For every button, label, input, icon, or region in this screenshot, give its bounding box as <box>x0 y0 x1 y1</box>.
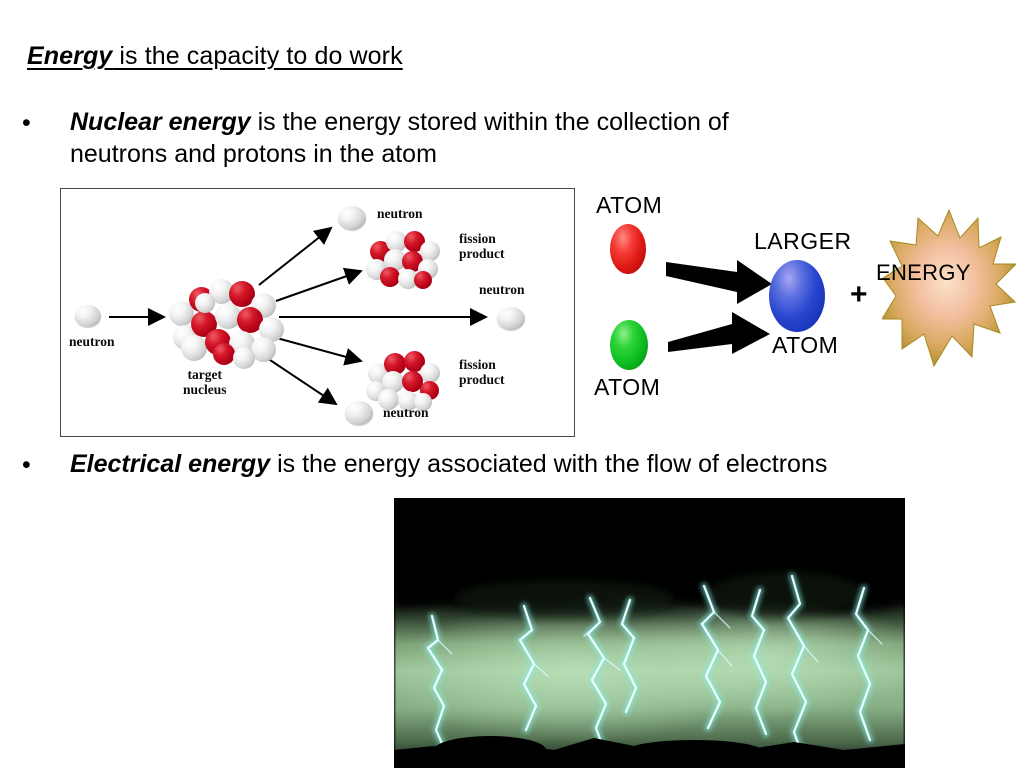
fusion-arrow-lower <box>668 312 770 354</box>
label-atom-bottom: ATOM <box>594 374 661 400</box>
top-fission-product-cluster <box>364 229 442 291</box>
bullet-text-nuclear-energy: is the energy stored within the collecti… <box>70 108 729 168</box>
label-bottom-fission-product: fission product <box>459 357 505 387</box>
bottom-neutron-sphere <box>345 401 373 425</box>
fission-diagram: neutron target nucleus neutr <box>60 188 575 437</box>
label-top-fission-product-line1: fission <box>459 231 496 246</box>
fusion-arrow-upper <box>666 260 772 304</box>
target-nucleus-cluster <box>167 277 285 369</box>
label-larger: LARGER <box>754 228 852 254</box>
starburst-icon <box>881 208 1018 368</box>
label-energy: ENERGY <box>876 260 971 285</box>
page-title: Energy is the capacity to do work <box>27 42 403 71</box>
label-middle-neutron: neutron <box>479 282 525 297</box>
page-title-keyword: Energy <box>27 42 113 70</box>
label-result-atom: ATOM <box>772 332 839 358</box>
page-title-rest: is the capacity to do work <box>112 42 403 70</box>
atom-blue-ellipse <box>769 260 825 332</box>
fission-arrows <box>109 226 488 406</box>
bullet-marker: • <box>22 451 31 479</box>
label-top-fission-product-line2: product <box>459 246 505 262</box>
atom-green-ellipse <box>610 320 648 370</box>
label-top-neutron: neutron <box>377 206 423 221</box>
label-bottom-fission-product-line1: fission <box>459 357 496 372</box>
label-target-nucleus: target nucleus <box>183 367 227 397</box>
bullet-nuclear-energy: • Nuclear energy is the energy stored wi… <box>22 106 830 170</box>
label-bottom-neutron: neutron <box>383 405 429 420</box>
energy-burst: ENERGY <box>876 208 1018 368</box>
plus-sign: + <box>850 278 868 311</box>
middle-neutron-sphere <box>497 307 525 330</box>
bullet-keyword-electrical-energy: Electrical energy <box>70 450 271 478</box>
atom-red-ellipse <box>610 224 646 274</box>
lightning-photo <box>394 498 905 768</box>
lightning-photo-graphic <box>394 498 905 768</box>
label-target-nucleus-line1: target <box>187 367 222 382</box>
bottom-fission-product-cluster <box>364 349 442 411</box>
label-bottom-fission-product-line2: product <box>459 372 505 388</box>
incoming-neutron-sphere <box>75 305 101 327</box>
bullet-electrical-energy: • Electrical energy is the energy associ… <box>22 448 830 480</box>
label-target-nucleus-line2: nucleus <box>183 382 227 398</box>
label-top-fission-product: fission product <box>459 231 505 261</box>
fusion-diagram: ATOM ATOM LARGER ATOM + <box>592 192 1018 418</box>
top-neutron-sphere <box>338 206 366 230</box>
bullet-text-electrical-energy: is the energy associated with the flow o… <box>270 450 828 478</box>
label-incoming-neutron: neutron <box>69 334 115 349</box>
label-atom-top: ATOM <box>596 192 663 218</box>
bullet-marker: • <box>22 109 31 137</box>
bullet-keyword-nuclear-energy: Nuclear energy <box>70 108 251 136</box>
